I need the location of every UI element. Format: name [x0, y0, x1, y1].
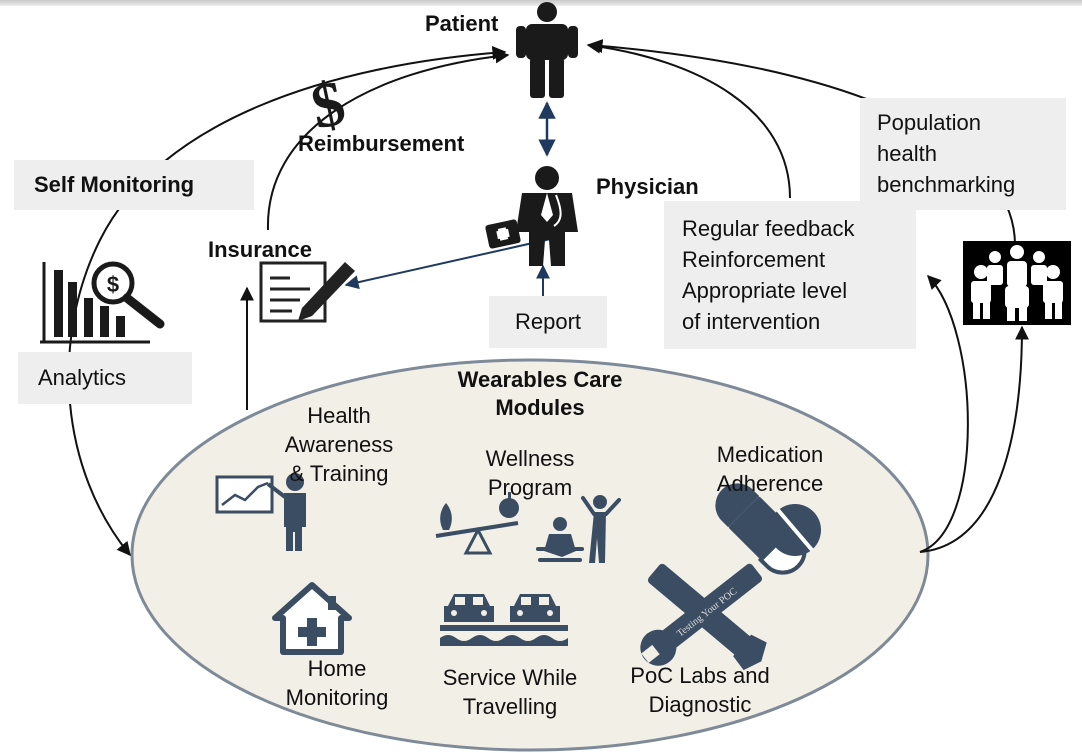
poc-line-1: PoC Labs and: [630, 663, 770, 688]
health-awareness-label: Health Awareness & Training: [264, 401, 414, 488]
training-board-icon: [215, 473, 306, 551]
patient-label: Patient: [425, 11, 499, 36]
population-line-3: benchmarking: [877, 172, 1016, 197]
health-awareness-line-3: & Training: [289, 461, 389, 486]
travel-line-2: Travelling: [462, 694, 558, 719]
health-awareness-line-1: Health: [307, 403, 371, 428]
analytics-icon: $: [40, 261, 165, 344]
wellness-line-1: Wellness: [485, 446, 575, 471]
health-awareness-line-2: Awareness: [284, 432, 394, 457]
physician-label: Physician: [596, 174, 699, 199]
self-monitoring-label: Self Monitoring: [14, 160, 254, 210]
svg-text:$: $: [107, 272, 119, 297]
feedback-line-2: Reinforcement: [682, 247, 826, 272]
wellness-label: Wellness Program: [455, 444, 605, 502]
population-benchmarking-label: Population health benchmarking: [860, 98, 1066, 210]
wellness-icon: [435, 492, 621, 563]
wellness-line-2: Program: [487, 475, 573, 500]
self-monitoring-arrow: [67, 45, 507, 557]
feedback-line-4: of intervention: [682, 309, 821, 334]
physician-icon: [485, 166, 578, 266]
population-line-1: Population: [877, 110, 981, 135]
feedback-line-1: Regular feedback: [682, 216, 855, 241]
feedback-line-3: Appropriate level: [682, 278, 848, 303]
home-monitoring-icon: [272, 582, 352, 655]
patient-icon: [516, 2, 578, 98]
poc-line-2: Diagnostic: [648, 692, 752, 717]
modules-title-line-1: Wearables Care: [457, 367, 623, 392]
feedback-to-patient-arrow: [586, 39, 791, 199]
travel-line-1: Service While: [442, 665, 578, 690]
travel-cars-icon: [440, 594, 568, 646]
modules-title-line-2: Modules: [495, 395, 585, 420]
population-line-2: health: [877, 141, 937, 166]
ellipse-to-feedback-arrow: [919, 274, 969, 553]
feedback-label: Regular feedback Reinforcement Appropria…: [664, 201, 916, 349]
top-border: [0, 0, 1082, 6]
modules-title: Wearables Care Modules: [420, 366, 660, 422]
insurance-to-patient-arrow: [266, 49, 510, 231]
medication-line-2: Adherence: [716, 471, 824, 496]
analytics-label: Analytics: [18, 352, 192, 404]
home-monitoring-label: Home Monitoring: [262, 654, 412, 712]
insurance-label: Insurance: [208, 237, 312, 262]
report-label: Report: [489, 296, 607, 348]
insurance-form-icon: [259, 261, 355, 323]
reimbursement-label: Reimbursement: [298, 131, 465, 156]
physician-to-insurance-arrow: [344, 237, 556, 290]
pill-icon: [715, 483, 821, 575]
travel-label: Service While Travelling: [420, 663, 600, 721]
ellipse-to-benchmarking-arrow: [919, 325, 1029, 553]
home-line-2: Monitoring: [285, 685, 389, 710]
home-line-1: Home: [307, 656, 367, 681]
poc-label: PoC Labs and Diagnostic: [610, 661, 790, 719]
medication-label: Medication Adherence: [690, 440, 850, 498]
poc-tools-icon: Testing Your POC: [640, 563, 767, 671]
population-group-icon: [963, 241, 1071, 325]
medication-line-1: Medication: [716, 442, 824, 467]
